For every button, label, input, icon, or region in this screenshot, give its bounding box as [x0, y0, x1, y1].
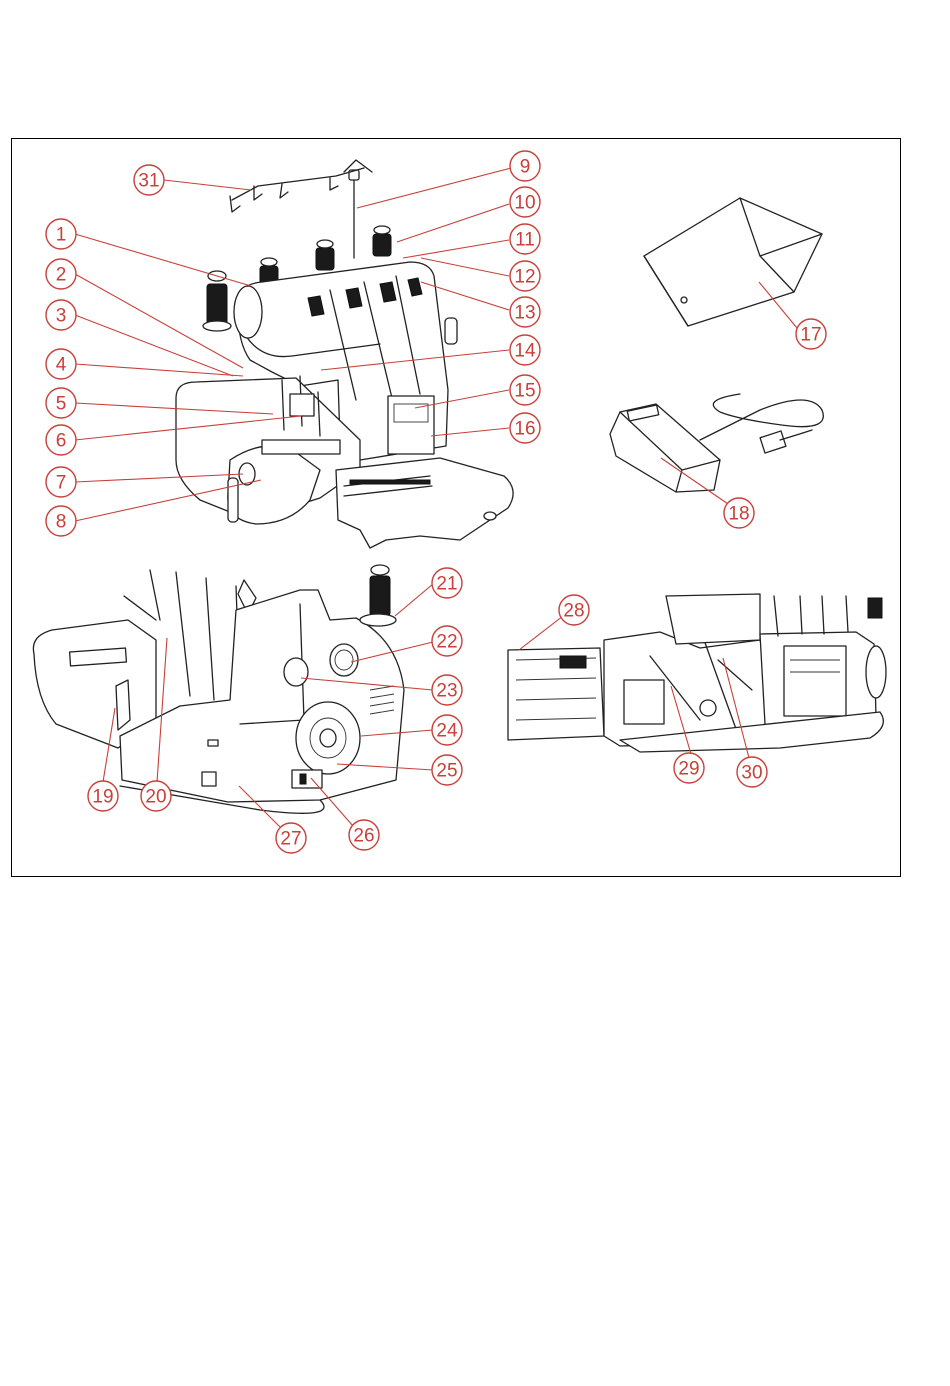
callout-label-25: 25 — [436, 761, 457, 782]
callout-11: 11 — [403, 224, 540, 258]
callout-label-4: 4 — [56, 355, 67, 376]
callout-28: 28 — [519, 595, 589, 650]
foot-controller-illustration — [610, 394, 823, 492]
callout-label-16: 16 — [514, 419, 535, 440]
callout-label-29: 29 — [678, 759, 699, 780]
parts-diagram: 1 2 3 4 5 6 7 — [11, 138, 901, 877]
callout-label-30: 30 — [741, 763, 762, 784]
callout-label-22: 22 — [436, 632, 457, 653]
callout-label-23: 23 — [436, 681, 457, 702]
callout-4: 4 — [46, 349, 243, 379]
callout-label-20: 20 — [145, 787, 166, 808]
callout-label-10: 10 — [514, 193, 535, 214]
callout-label-17: 17 — [800, 325, 821, 346]
callout-label-27: 27 — [280, 829, 301, 850]
callout-label-24: 24 — [436, 721, 458, 742]
thread-stand-illustration — [230, 160, 372, 258]
callout-label-28: 28 — [563, 601, 584, 622]
callout-label-8: 8 — [56, 512, 67, 533]
callout-label-21: 21 — [436, 574, 457, 595]
callout-label-1: 1 — [56, 225, 67, 246]
callout-label-12: 12 — [514, 267, 535, 288]
callout-label-31: 31 — [138, 171, 159, 192]
callout-label-3: 3 — [56, 306, 67, 327]
overlocker-rear-view — [33, 565, 404, 813]
callout-label-7: 7 — [56, 473, 67, 494]
callout-label-13: 13 — [514, 303, 535, 324]
callout-label-11: 11 — [515, 230, 535, 251]
callout-label-19: 19 — [92, 787, 113, 808]
callout-label-2: 2 — [56, 265, 67, 286]
callout-label-18: 18 — [728, 504, 749, 525]
callout-label-26: 26 — [353, 826, 374, 847]
overlocker-front-view — [176, 160, 513, 548]
callout-21: 21 — [395, 568, 462, 616]
waste-tray-illustration — [644, 198, 822, 326]
callout-label-9: 9 — [520, 157, 531, 178]
callout-label-14: 14 — [514, 341, 536, 362]
callout-31: 31 — [134, 165, 251, 195]
callout-label-6: 6 — [56, 431, 67, 452]
callout-label-5: 5 — [56, 394, 67, 415]
callout-label-15: 15 — [514, 381, 535, 402]
callout-12: 12 — [421, 258, 540, 291]
